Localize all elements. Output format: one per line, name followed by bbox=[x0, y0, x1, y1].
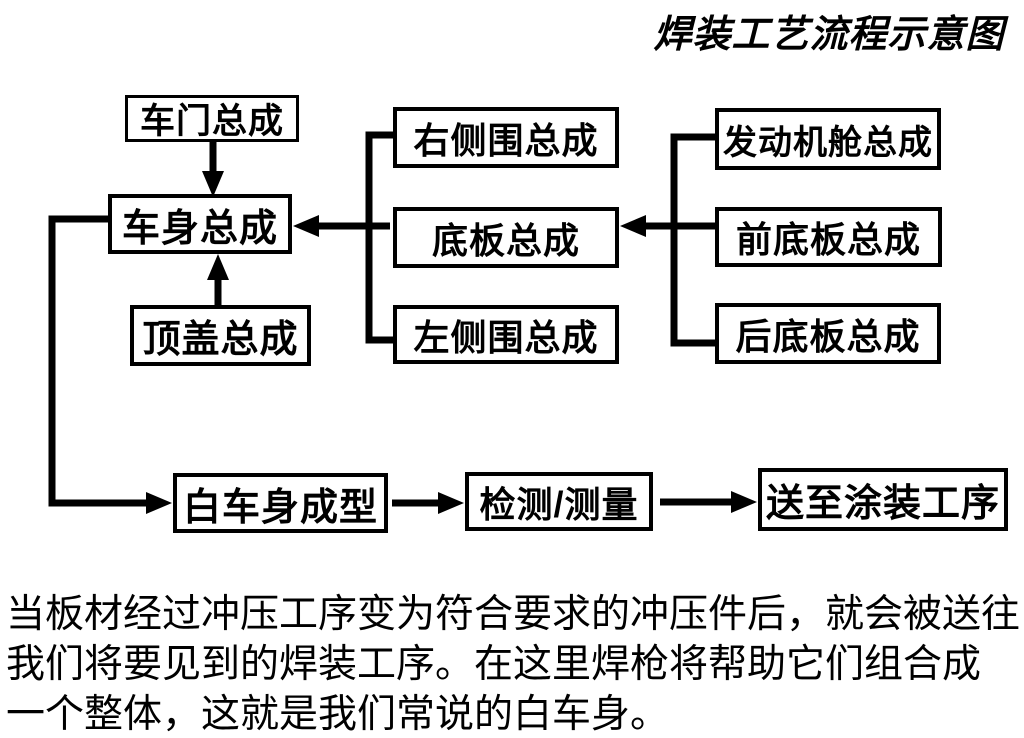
node-roof-assembly: 顶盖总成 bbox=[130, 305, 311, 366]
node-floor-assembly: 底板总成 bbox=[393, 207, 619, 268]
node-body-assembly: 车身总成 bbox=[108, 194, 292, 254]
arrowhead-right-into-biw bbox=[146, 492, 172, 514]
arrowhead-up-into-body bbox=[207, 254, 229, 280]
node-send-to-paint-label: 送至涂装工序 bbox=[765, 483, 1000, 525]
node-left-side-assembly: 左侧围总成 bbox=[393, 305, 619, 364]
arrowhead-left-into-floor bbox=[620, 215, 646, 237]
connector-right-bracket bbox=[670, 133, 715, 347]
node-roof-assembly-label: 顶盖总成 bbox=[142, 319, 299, 361]
node-engine-bay-assembly-label: 发动机舱总成 bbox=[723, 123, 933, 162]
node-inspection-measurement-label: 检测/测量 bbox=[479, 483, 639, 525]
node-right-side-assembly-label: 右侧围总成 bbox=[413, 119, 599, 161]
node-right-side-assembly: 右侧围总成 bbox=[393, 107, 619, 168]
arrowhead-right-into-paint bbox=[731, 491, 757, 513]
arrowhead-right-into-inspect bbox=[438, 492, 464, 514]
node-rear-floor-assembly-label: 后底板总成 bbox=[735, 315, 921, 357]
node-body-in-white-label: 白车身成型 bbox=[182, 486, 378, 529]
arrowhead-left-into-body bbox=[293, 215, 319, 237]
node-front-floor-assembly-label: 前底板总成 bbox=[735, 219, 921, 260]
diagram-title: 焊装工艺流程示意图 bbox=[653, 14, 1005, 56]
node-engine-bay-assembly: 发动机舱总成 bbox=[715, 108, 941, 170]
node-inspection-measurement: 检测/测量 bbox=[465, 472, 653, 531]
connector-mid-bracket bbox=[365, 131, 393, 344]
caption-line-1: 当板材经过冲压工序变为符合要求的冲压件后，就会被送往 bbox=[6, 593, 1021, 636]
node-door-assembly: 车门总成 bbox=[125, 95, 299, 142]
node-left-side-assembly-label: 左侧围总成 bbox=[413, 316, 599, 358]
caption-line-3: 一个整体，这就是我们常说的白车身。 bbox=[6, 693, 670, 736]
node-rear-floor-assembly: 后底板总成 bbox=[715, 303, 941, 364]
node-body-in-white: 白车身成型 bbox=[173, 473, 388, 533]
caption-paragraph: 当板材经过冲压工序变为符合要求的冲压件后，就会被送往 我们将要见到的焊装工序。在… bbox=[6, 590, 1020, 738]
node-body-assembly-label: 车身总成 bbox=[121, 207, 278, 250]
caption-line-2: 我们将要见到的焊装工序。在这里焊枪将帮助它们组合成 bbox=[6, 643, 982, 686]
node-send-to-paint: 送至涂装工序 bbox=[758, 468, 1008, 531]
node-door-assembly-label: 车门总成 bbox=[139, 102, 284, 141]
node-front-floor-assembly: 前底板总成 bbox=[715, 207, 942, 267]
node-floor-assembly-label: 底板总成 bbox=[431, 219, 580, 261]
